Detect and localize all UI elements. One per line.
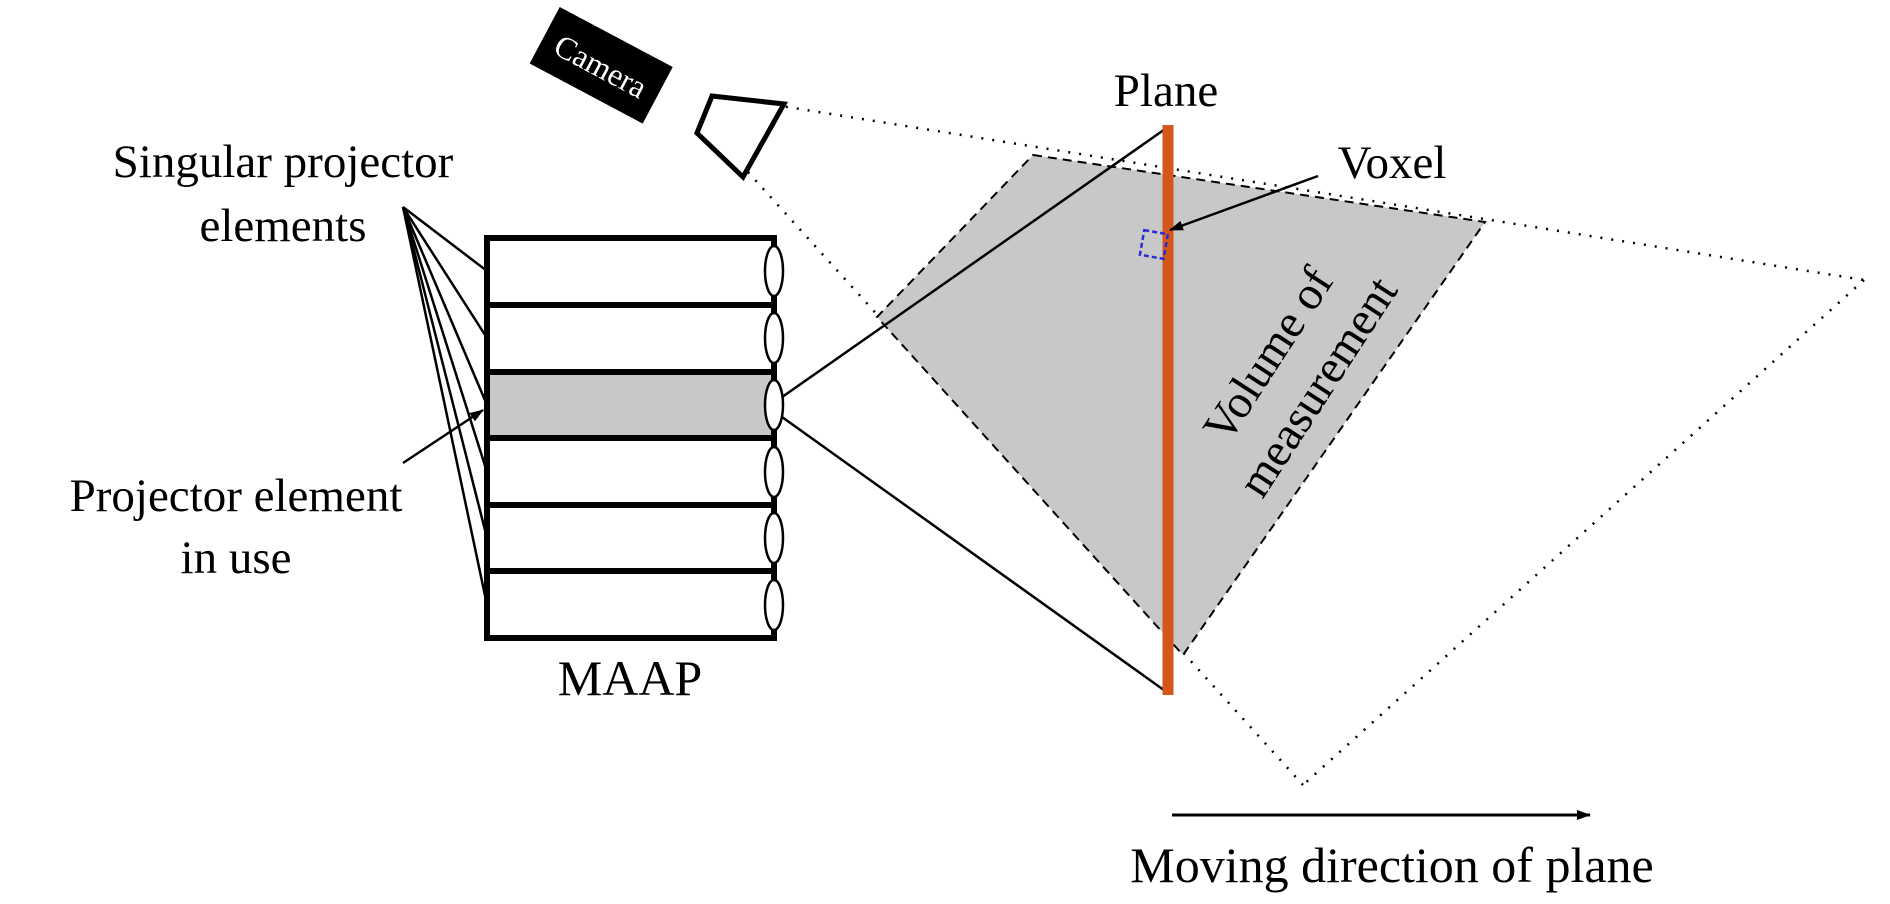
- projector-beam: [774, 125, 1169, 695]
- camera-body: [529, 6, 673, 124]
- camera: Camera: [529, 6, 673, 124]
- element-in-use-label-line1: Projector element: [70, 470, 403, 522]
- leader-line: [401, 206, 489, 406]
- voxel: [1138, 228, 1170, 261]
- leader-line: [401, 206, 489, 473]
- element-in-use-arrow: [402, 408, 484, 465]
- element-in-use-label-line2: in use: [181, 532, 292, 584]
- lens: [763, 578, 785, 632]
- lens-in-use: [763, 378, 785, 432]
- lens: [763, 445, 785, 499]
- beam-upper-edge: [774, 125, 1169, 404]
- lens: [763, 244, 785, 298]
- leader-line: [401, 206, 489, 539]
- voxel-label: Voxel: [1338, 137, 1447, 189]
- leader-line: [402, 206, 488, 272]
- beam-lower-edge: [774, 410, 1169, 695]
- voxel-arrow: [1169, 174, 1319, 232]
- element-in-use-fill: [487, 373, 774, 439]
- singular-elements-leaders: [401, 206, 489, 606]
- lens: [763, 311, 785, 365]
- fov-upper-edge: [774, 103, 1865, 282]
- maap: [484, 235, 785, 641]
- camera-lens: [694, 93, 789, 182]
- volume-of-measurement: [875, 153, 1487, 657]
- singular-elements-label-line1: Singular projector: [113, 136, 454, 188]
- leader-line: [401, 206, 489, 339]
- camera-field-of-view: [747, 103, 1865, 786]
- leader-line: [401, 206, 489, 606]
- lens: [763, 511, 785, 565]
- lenses: [763, 244, 785, 632]
- maap-dividers: [487, 302, 774, 574]
- maap-label: MAAP: [558, 650, 702, 706]
- moving-direction-label: Moving direction of plane: [1130, 837, 1654, 893]
- plane-label: Plane: [1114, 65, 1218, 117]
- singular-elements-label-line2: elements: [199, 200, 366, 252]
